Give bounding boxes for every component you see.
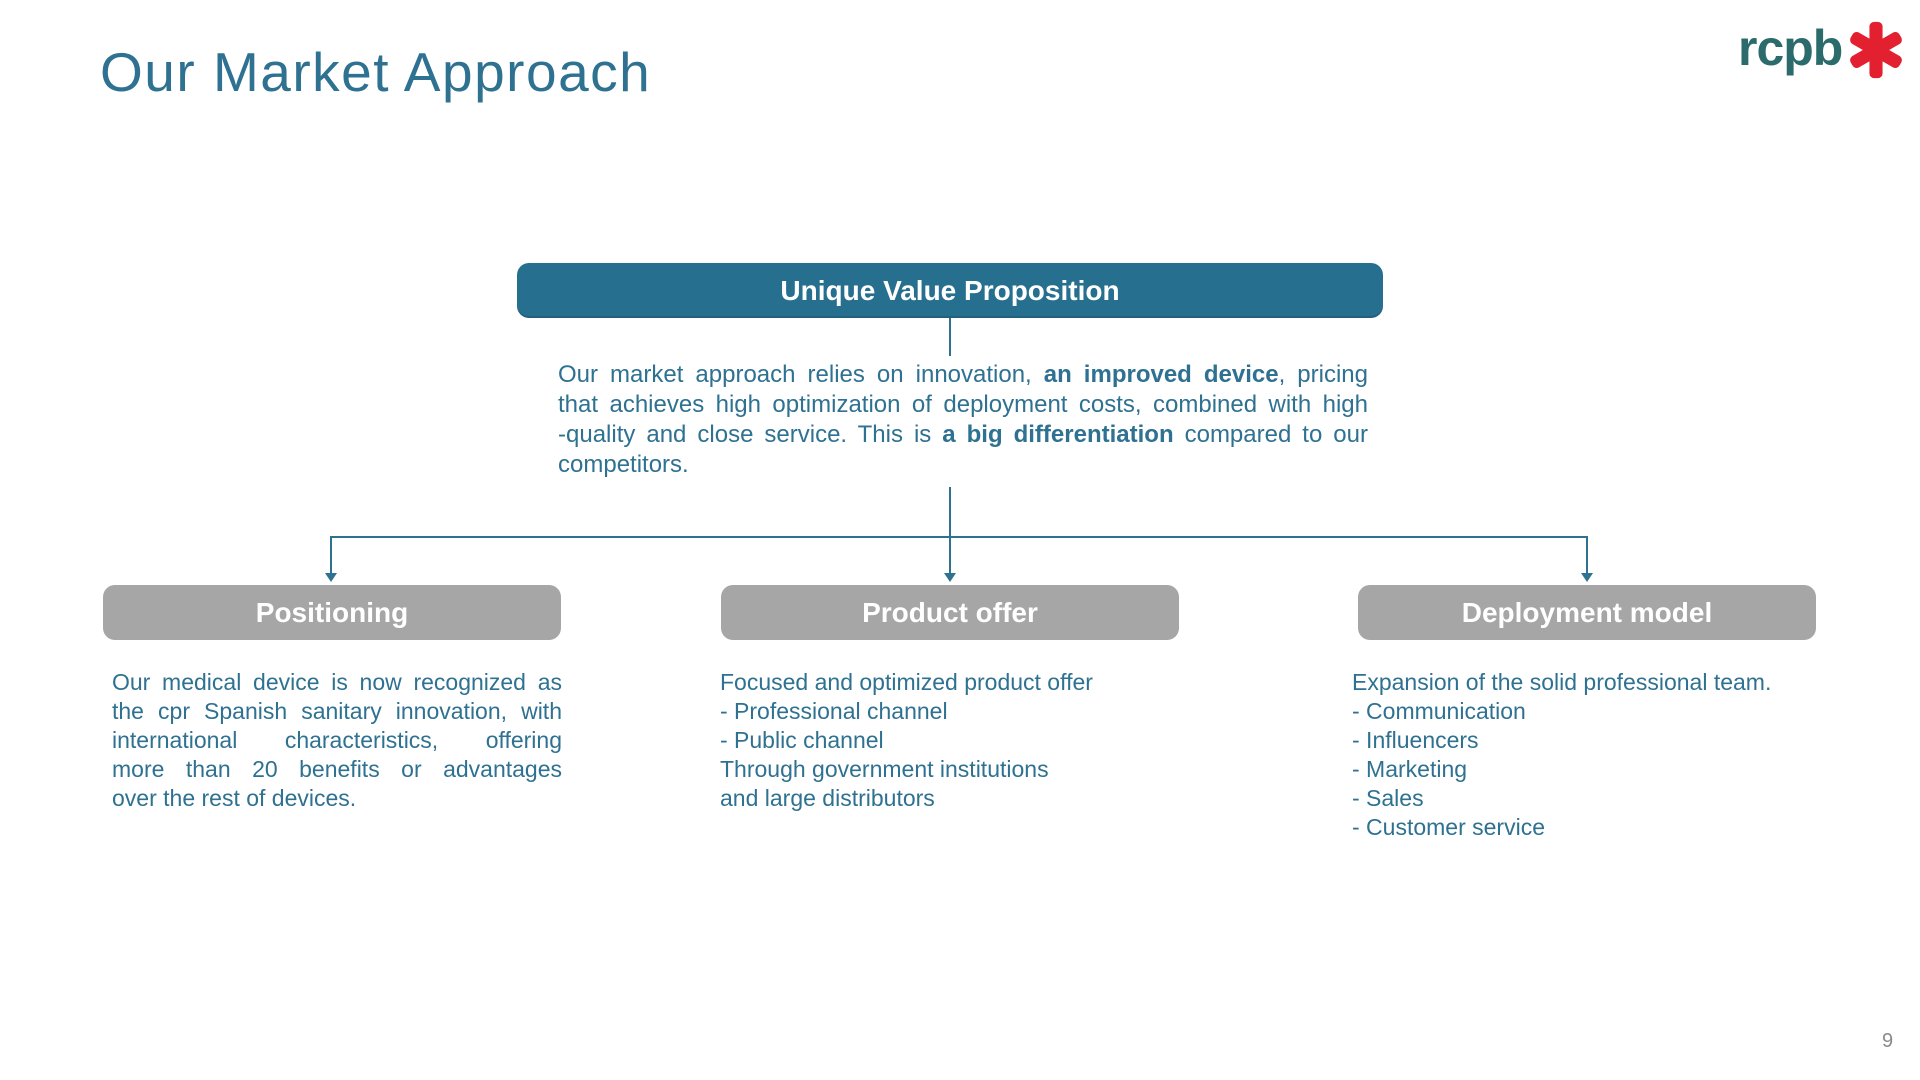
company-logo: rcpb (1738, 20, 1906, 80)
logo-text: rcpb (1738, 20, 1843, 76)
connector-drop-positioning (330, 536, 332, 574)
text-line: - Public channel (720, 727, 884, 753)
text-line: Focused and optimized product offer (720, 669, 1093, 695)
positioning-description: Our medical device is now recognized as t… (112, 668, 562, 813)
positioning-box: Positioning (103, 585, 561, 640)
text-line: - Marketing (1352, 756, 1468, 782)
text-line: the cpr Spanish sanitary innovation, wit… (112, 698, 562, 724)
intro-paragraph: Our market approach relies on innovation… (558, 360, 1368, 480)
deployment-model-box: Deployment model (1358, 585, 1816, 640)
text-line: Our medical device is now recognized as (112, 669, 562, 695)
page-title: Our Market Approach (100, 41, 652, 103)
connector-root-to-intro (949, 318, 951, 356)
deployment-model-label: Deployment model (1461, 596, 1713, 628)
text-line: -quality and close service. This is a bi… (558, 421, 1368, 448)
unique-value-proposition-box: Unique Value Proposition (517, 263, 1383, 318)
text-line: that achieves high optimization of deplo… (558, 391, 1368, 418)
page-number: 9 (1882, 1030, 1894, 1052)
text-line: - Professional channel (720, 698, 948, 724)
connector-drop-deployment-model (1586, 536, 1588, 574)
text-line: - Communication (1352, 698, 1526, 724)
arrow-down-icon (1581, 573, 1593, 582)
product-offer-description: Focused and optimized product offer - Pro… (720, 668, 1190, 813)
arrow-down-icon (944, 573, 956, 582)
text-line: Our market approach relies on innovation… (558, 361, 1368, 388)
text-line: more than 20 benefits or advantages (112, 756, 562, 782)
text-line: - Sales (1352, 785, 1424, 811)
red-asterisk-icon (1850, 21, 1903, 79)
text-line: - Influencers (1352, 727, 1479, 753)
connector-drop-product-offer (949, 536, 951, 574)
text-line: - Customer service (1352, 814, 1545, 840)
connector-horizontal-line (330, 536, 1588, 538)
text-line: competitors. (558, 451, 689, 478)
text-line: Expansion of the solid professional team… (1352, 669, 1772, 695)
arrow-down-icon (325, 573, 337, 582)
text-line: and large distributors (720, 785, 935, 811)
text-line: international characteristics, offering (112, 727, 562, 753)
product-offer-box: Product offer (721, 585, 1179, 640)
text-line: Through government institutions (720, 756, 1049, 782)
connector-intro-to-branches (949, 487, 951, 537)
product-offer-label: Product offer (862, 596, 1038, 628)
unique-value-proposition-label: Unique Value Proposition (780, 274, 1120, 306)
text-line: over the rest of devices. (112, 785, 357, 811)
deployment-model-description: Expansion of the solid professional team… (1352, 668, 1832, 842)
positioning-label: Positioning (255, 596, 409, 628)
